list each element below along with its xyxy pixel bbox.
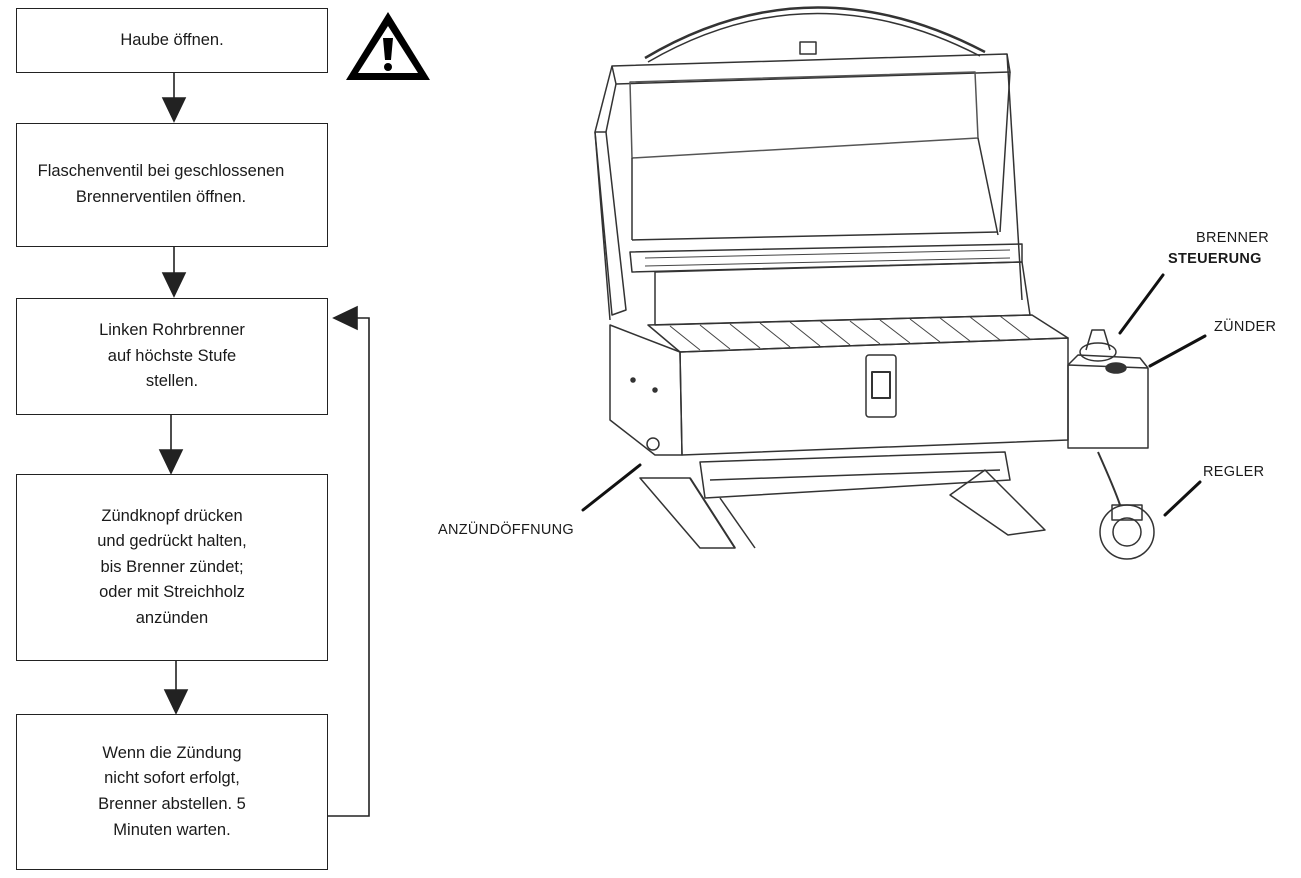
label-regler: REGLER	[1203, 464, 1265, 480]
step-open-cylinder-valve-text: Flaschenventil bei geschlossenen Brenner…	[37, 162, 285, 206]
step-open-cylinder-valve: Flaschenventil bei geschlossenen Brenner…	[16, 123, 328, 247]
loop-back-arrow	[328, 305, 370, 817]
flow-arrows	[158, 73, 370, 817]
grill-illustration	[594, 6, 1155, 560]
label-steuerung: STEUERUNG	[1168, 251, 1262, 267]
arrow-4-to-5	[163, 661, 189, 715]
label-anzuendoeffnung: ANZÜNDÖFFNUNG	[438, 522, 574, 538]
step-press-igniter: Zündknopf drücken und gedrückt halten, b…	[16, 474, 328, 661]
leader-lines	[581, 273, 1207, 517]
step-open-lid-text: Haube öffnen.	[120, 30, 224, 49]
step-press-igniter-text: Zündknopf drücken und gedrückt halten, b…	[97, 506, 247, 627]
grate-bars	[669, 315, 1031, 351]
step-retry-wait: Wenn die Zündung nicht sofort erfolgt, B…	[16, 714, 328, 870]
step-retry-wait-text: Wenn die Zündung nicht sofort erfolgt, B…	[98, 743, 246, 839]
label-brenner: BRENNER	[1196, 230, 1269, 246]
arrow-2-to-3	[161, 247, 187, 298]
step-set-left-burner: Linken Rohrbrenner auf höchste Stufe ste…	[16, 298, 328, 415]
arrow-3-to-4	[158, 415, 184, 475]
step-open-lid: Haube öffnen.	[16, 8, 328, 73]
warning-triangle-icon	[346, 12, 430, 80]
arrow-1-to-2	[161, 73, 187, 123]
step-set-left-burner-text: Linken Rohrbrenner auf höchste Stufe ste…	[99, 321, 245, 391]
label-zuender: ZÜNDER	[1214, 319, 1277, 335]
